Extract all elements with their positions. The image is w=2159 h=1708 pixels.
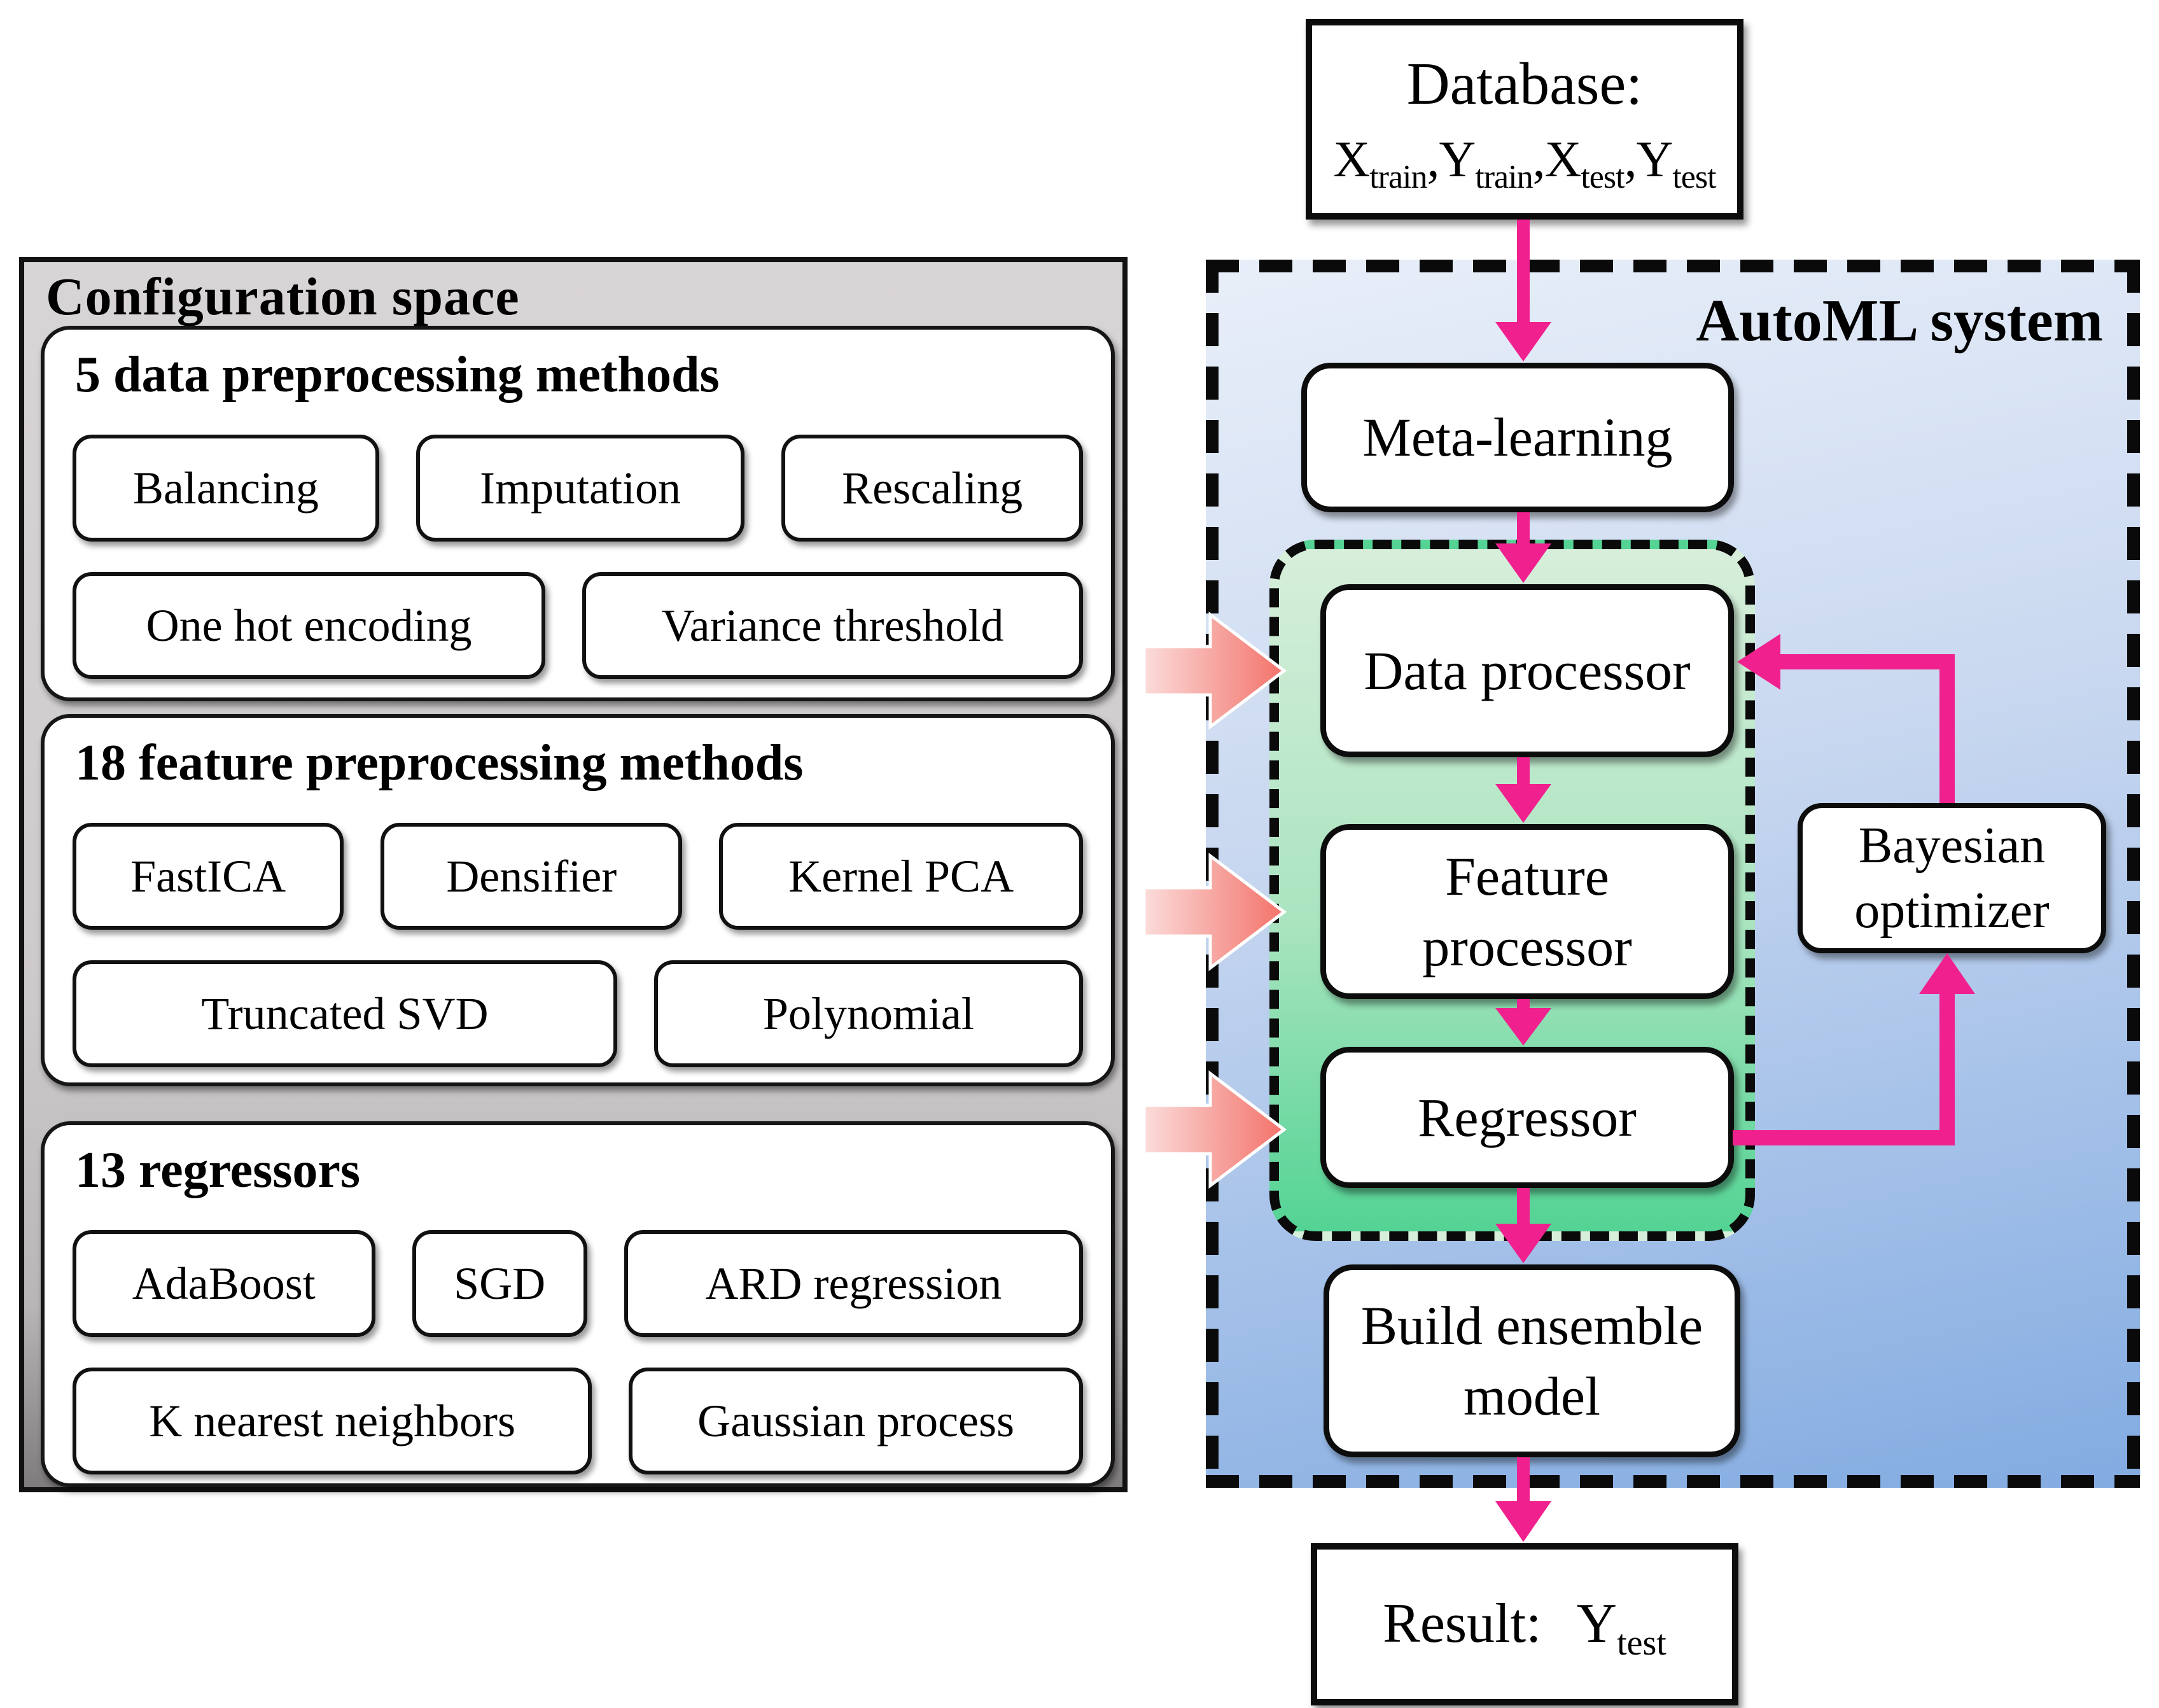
method-box: K nearest neighbors bbox=[73, 1368, 592, 1474]
method-box: Balancing bbox=[73, 435, 379, 542]
database-box: Database: Xtrain,Ytrain,Xtest,Ytest bbox=[1306, 19, 1743, 220]
method-box: Gaussian process bbox=[629, 1368, 1083, 1474]
configuration-space-title: Configuration space bbox=[46, 267, 520, 326]
bayesian-optimizer-box: Bayesian optimizer bbox=[1798, 803, 2106, 953]
feature-processor-label: Feature processor bbox=[1422, 846, 1632, 977]
build-ensemble-model-label: Build ensemble model bbox=[1360, 1295, 1703, 1427]
method-box: One hot encoding bbox=[73, 572, 546, 679]
meta-learning-label: Meta-learning bbox=[1362, 407, 1673, 468]
automl-border-bottom bbox=[1206, 1475, 2140, 1488]
bayesian-optimizer-label: Bayesian optimizer bbox=[1854, 817, 2050, 939]
result-box: Result: Ytest bbox=[1311, 1543, 1738, 1705]
database-title: Database: bbox=[1406, 51, 1643, 118]
section-title: 13 regressors bbox=[75, 1142, 361, 1198]
feature-preprocessing-section: 18 feature preprocessing methods FastICA… bbox=[41, 714, 1115, 1086]
method-box: Kernel PCA bbox=[719, 823, 1083, 930]
meta-learning-box: Meta-learning bbox=[1301, 363, 1734, 512]
configuration-space-panel: Configuration space 5 data preprocessing… bbox=[19, 257, 1128, 1492]
method-box: FastICA bbox=[73, 823, 344, 930]
method-box: Variance threshold bbox=[582, 572, 1083, 679]
automl-border-right bbox=[2127, 260, 2140, 1488]
method-row: FastICA Densifier Kernel PCA bbox=[73, 823, 1083, 930]
result-label: Result: bbox=[1383, 1593, 1542, 1655]
database-variables: Xtrain,Ytrain,Xtest,Ytest bbox=[1333, 132, 1716, 196]
method-row: Truncated SVD Polynomial bbox=[73, 960, 1083, 1067]
method-box: Polynomial bbox=[653, 960, 1083, 1067]
method-box: Truncated SVD bbox=[73, 960, 617, 1067]
section-title: 5 data preprocessing methods bbox=[75, 347, 720, 403]
data-processor-box: Data processor bbox=[1320, 584, 1734, 757]
automl-border-left bbox=[1206, 260, 1219, 1488]
method-row: K nearest neighbors Gaussian process bbox=[73, 1368, 1083, 1474]
method-box: ARD regression bbox=[624, 1230, 1083, 1337]
build-ensemble-model-box: Build ensemble model bbox=[1324, 1264, 1740, 1457]
method-row: AdaBoost SGD ARD regression bbox=[73, 1230, 1083, 1337]
method-box: AdaBoost bbox=[73, 1230, 375, 1337]
method-box: Densifier bbox=[381, 823, 683, 930]
section-title: 18 feature preprocessing methods bbox=[75, 735, 804, 791]
method-box: Imputation bbox=[416, 435, 745, 542]
result-value: Ytest bbox=[1576, 1593, 1666, 1663]
regressor-label: Regressor bbox=[1418, 1086, 1637, 1148]
regressor-box: Regressor bbox=[1320, 1047, 1734, 1188]
feature-processor-box: Feature processor bbox=[1320, 824, 1734, 999]
method-row: Balancing Imputation Rescaling bbox=[73, 435, 1084, 542]
data-preprocessing-section: 5 data preprocessing methods Balancing Im… bbox=[41, 326, 1115, 701]
automl-system-title: AutoML system bbox=[1696, 288, 2103, 354]
data-processor-label: Data processor bbox=[1364, 640, 1691, 701]
method-box: Rescaling bbox=[781, 435, 1084, 542]
method-box: SGD bbox=[412, 1230, 587, 1337]
automl-border-top bbox=[1206, 260, 2140, 272]
method-row: One hot encoding Variance threshold bbox=[73, 572, 1083, 679]
